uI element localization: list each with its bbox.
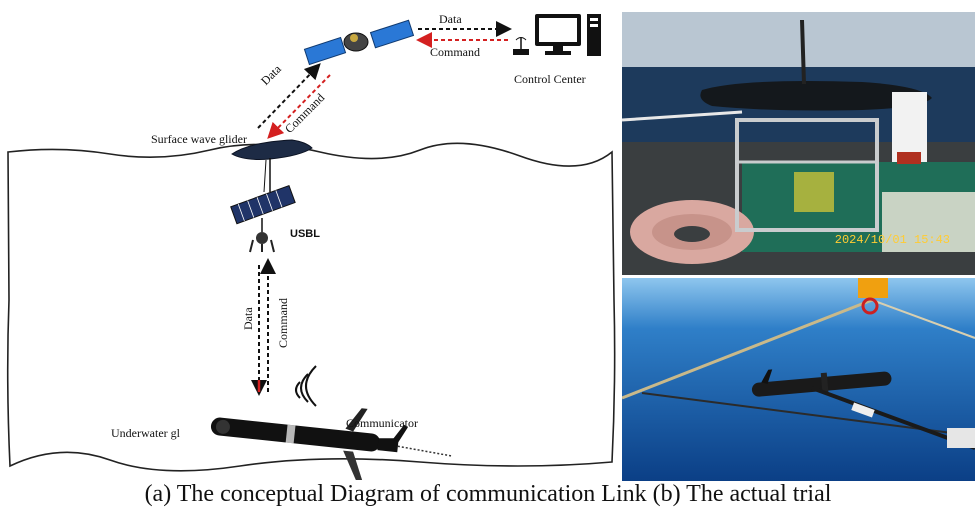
command-label-top: Command [430, 45, 480, 59]
underwater-glider-icon [210, 408, 452, 480]
antenna-icon [513, 37, 529, 55]
usbl-icon [230, 184, 296, 253]
figure-caption: (a) The conceptual Diagram of communicat… [144, 481, 832, 507]
computer-icon [535, 14, 601, 56]
ocean-boundary [6, 142, 616, 472]
signal-icon [295, 365, 317, 407]
command-label-vertical: Command [276, 298, 290, 348]
control-center-label: Control Center [514, 72, 586, 86]
wave-glider-icon [231, 139, 313, 193]
surface-wave-glider-label: Surface wave glider [151, 132, 247, 146]
photo-timestamp: 2024/10/01 15:43 [834, 233, 950, 247]
data-label-vertical: Data [241, 307, 255, 330]
satellite-icon [303, 19, 415, 66]
photo-deck-wave-glider: 2024/10/01 15:43 [622, 12, 975, 275]
usbl-label: USBL [290, 228, 320, 240]
photo-glider-deployment [622, 278, 975, 481]
data-label-top: Data [439, 12, 462, 26]
communicator-label: Communicator [346, 416, 418, 430]
communication-link-diagram [6, 14, 616, 480]
underwater-glider-label: Underwater gl [111, 426, 180, 440]
